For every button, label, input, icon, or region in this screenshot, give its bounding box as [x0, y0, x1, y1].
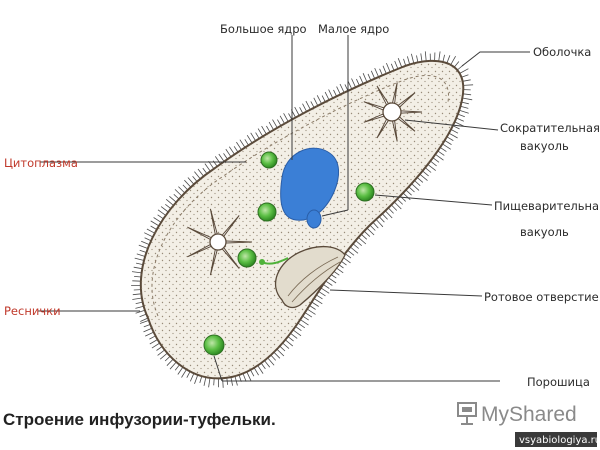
- large-nucleus: [280, 147, 339, 221]
- digestive-vacuole: [257, 202, 277, 222]
- label-small-nucleus: Малое ядро: [318, 22, 389, 36]
- label-large-nucleus: Большое ядро: [220, 22, 307, 36]
- source-badge: [515, 432, 597, 447]
- label-membrane: Оболочка: [533, 45, 591, 59]
- label-contractile-vacuole-2: вакуоль: [520, 139, 569, 153]
- watermark-brand: MyShared: [481, 403, 577, 426]
- label-contractile-vacuole-1: Сократительная: [500, 121, 600, 135]
- label-digestive-vacuole-2: вакуоль: [520, 225, 569, 239]
- label-cytoplasm: Цитоплазма: [4, 156, 78, 170]
- diagram-caption: Строение инфузории-туфельки.: [3, 410, 276, 429]
- inner-membrane: [151, 74, 449, 317]
- digestive-vacuole: [260, 151, 278, 169]
- contractile-vacuole-lower: [187, 208, 253, 276]
- contractile-vacuole-upper: [363, 82, 423, 142]
- myshared-watermark: MyShared: [457, 402, 577, 426]
- label-anal-pore: Порошица: [527, 375, 590, 389]
- cilia-fringe: [131, 51, 474, 388]
- label-digestive-vacuole-1: Пищеварительная: [494, 199, 600, 213]
- small-nucleus: [306, 209, 322, 229]
- presentation-board-icon: [457, 402, 477, 425]
- digestive-vacuole: [355, 182, 375, 202]
- watermark-source: vsyabiologiya.ru: [519, 435, 600, 446]
- leader-lines: [38, 35, 530, 382]
- label-oral-opening: Ротовое отверстие: [484, 290, 599, 304]
- label-cilia: Реснички: [4, 304, 61, 318]
- digestive-vacuole: [237, 248, 257, 268]
- digestive-vacuole: [203, 334, 225, 356]
